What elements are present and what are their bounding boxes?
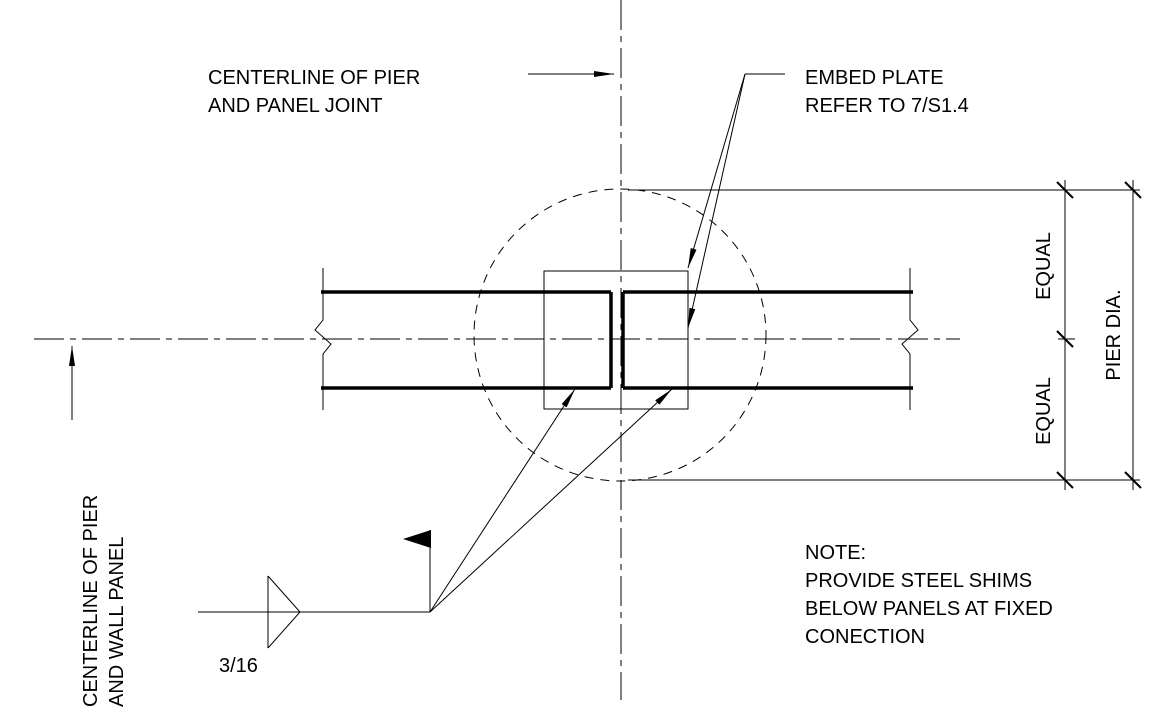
weld-size-label: 3/16	[219, 655, 258, 677]
field-weld-flag-icon	[403, 530, 431, 548]
note-text: NOTE: PROVIDE STEEL SHIMS BELOW PANELS A…	[805, 542, 1058, 648]
equal-bottom-label: EQUAL	[1033, 377, 1055, 445]
embed-plate-label: EMBED PLATE REFER TO 7/S1.4	[805, 67, 969, 117]
embed-plate	[543, 270, 689, 410]
joint-centerline-label: CENTERLINE OF PIER AND PANEL JOINT	[208, 67, 426, 117]
weld-symbol	[198, 388, 673, 649]
equal-dimension	[1056, 180, 1075, 490]
embed-plate-leaders	[687, 73, 785, 329]
left-wall-panel	[314, 268, 613, 410]
equal-top-label: EQUAL	[1033, 232, 1055, 300]
right-wall-panel	[621, 268, 919, 410]
pier-dia-label: PIER DIA.	[1103, 289, 1125, 380]
wall-centerline-label: CENTERLINE OF PIER AND WALL PANEL	[80, 489, 128, 707]
pier-dia-dimension	[1124, 180, 1142, 490]
pier-outline	[473, 188, 767, 482]
